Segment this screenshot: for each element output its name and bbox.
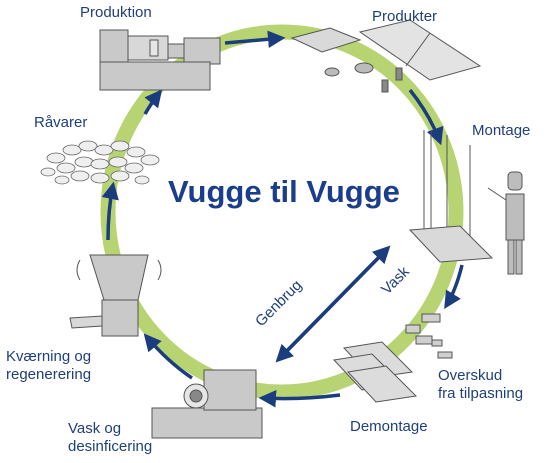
products-icon	[290, 19, 482, 93]
arrow-wash-to-grinding	[143, 333, 193, 380]
arrow-production-to-products	[224, 30, 286, 48]
label-overskud-line2: fra tilpasning	[438, 385, 524, 402]
label-raavarer: Råvarer	[34, 114, 88, 131]
arrow-grinding-to-raw	[101, 181, 119, 241]
recycling-double-arrow	[275, 245, 391, 363]
label-demontage: Demontage	[350, 418, 428, 435]
arrow-raw-to-production	[143, 89, 163, 115]
cycle-arrows	[101, 30, 464, 408]
raw-materials-icon	[40, 140, 160, 185]
label-overskud-line1: Overskud	[438, 367, 503, 384]
arrow-demontage-to-wash	[258, 389, 341, 408]
label-montage: Montage	[472, 122, 531, 139]
surplus-icon	[405, 313, 453, 359]
label-kvaerning-line1: Kværning og	[6, 348, 92, 365]
montage-icon	[408, 130, 525, 275]
arrow-products-to-montage	[408, 88, 444, 146]
label-produktion: Produktion	[80, 4, 152, 21]
label-kvaerning-line2: regenerering	[6, 366, 92, 383]
diagram-title: Vugge til Vugge	[168, 174, 400, 209]
label-vask-line2: desinficering	[68, 438, 153, 455]
wash-machine-icon	[151, 369, 263, 439]
grinding-machine-icon	[69, 254, 162, 337]
label-produkter: Produkter	[372, 8, 438, 25]
demontage-icon	[332, 341, 418, 403]
production-machine-icon	[99, 29, 221, 91]
label-vask-line1: Vask og	[68, 420, 122, 437]
arrow-montage-to-surplus	[444, 264, 464, 309]
